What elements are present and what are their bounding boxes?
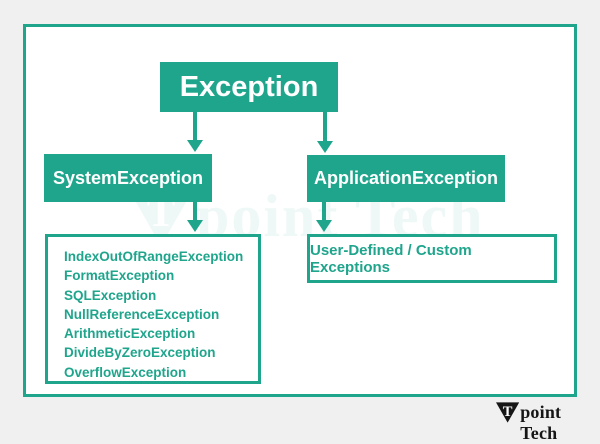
list-item: OverflowException [64,364,187,380]
list-item: SQLException [64,287,157,303]
list-item: ArithmeticException [64,326,196,342]
node-user-defined-exceptions: User-Defined / Custom Exceptions [307,234,557,283]
node-exception-label: Exception [179,70,319,103]
node-user-defined-exceptions-label: User-Defined / Custom Exceptions [310,241,472,276]
system-exceptions-list: IndexOutOfRangeException FormatException… [45,234,261,384]
node-system-exception: SystemException [44,154,212,202]
list-item: IndexOutOfRangeException [64,249,244,264]
arrow-exception-to-applicationexception [317,112,333,153]
arrow-systemexception-to-list [187,202,203,232]
arrow-stem [193,202,197,220]
node-system-exception-label: SystemException [52,167,204,188]
svg-text:T: T [503,404,513,420]
arrow-head-icon [317,141,333,153]
arrow-stem [322,202,326,220]
arrow-stem [323,112,327,141]
list-item: FormatException [64,268,175,284]
tpoint-tech-brand: T point Tech [496,402,600,444]
list-item: NullReferenceException [64,306,220,322]
brand-text: point Tech [520,402,562,443]
tpoint-triangle-logo-icon: T [496,402,520,423]
diagram-canvas: T point Tech Exception SystemException A… [23,24,577,443]
node-application-exception-label: ApplicationException [313,168,499,188]
node-exception: Exception [160,62,338,112]
node-application-exception: ApplicationException [307,155,505,202]
arrow-applicationexception-to-custom [316,202,332,232]
arrow-stem [193,112,197,140]
arrow-head-icon [187,140,203,152]
list-item: DivideByZeroException [64,345,216,361]
arrow-head-icon [187,220,203,232]
arrow-exception-to-systemexception [187,112,203,152]
arrow-head-icon [316,220,332,232]
